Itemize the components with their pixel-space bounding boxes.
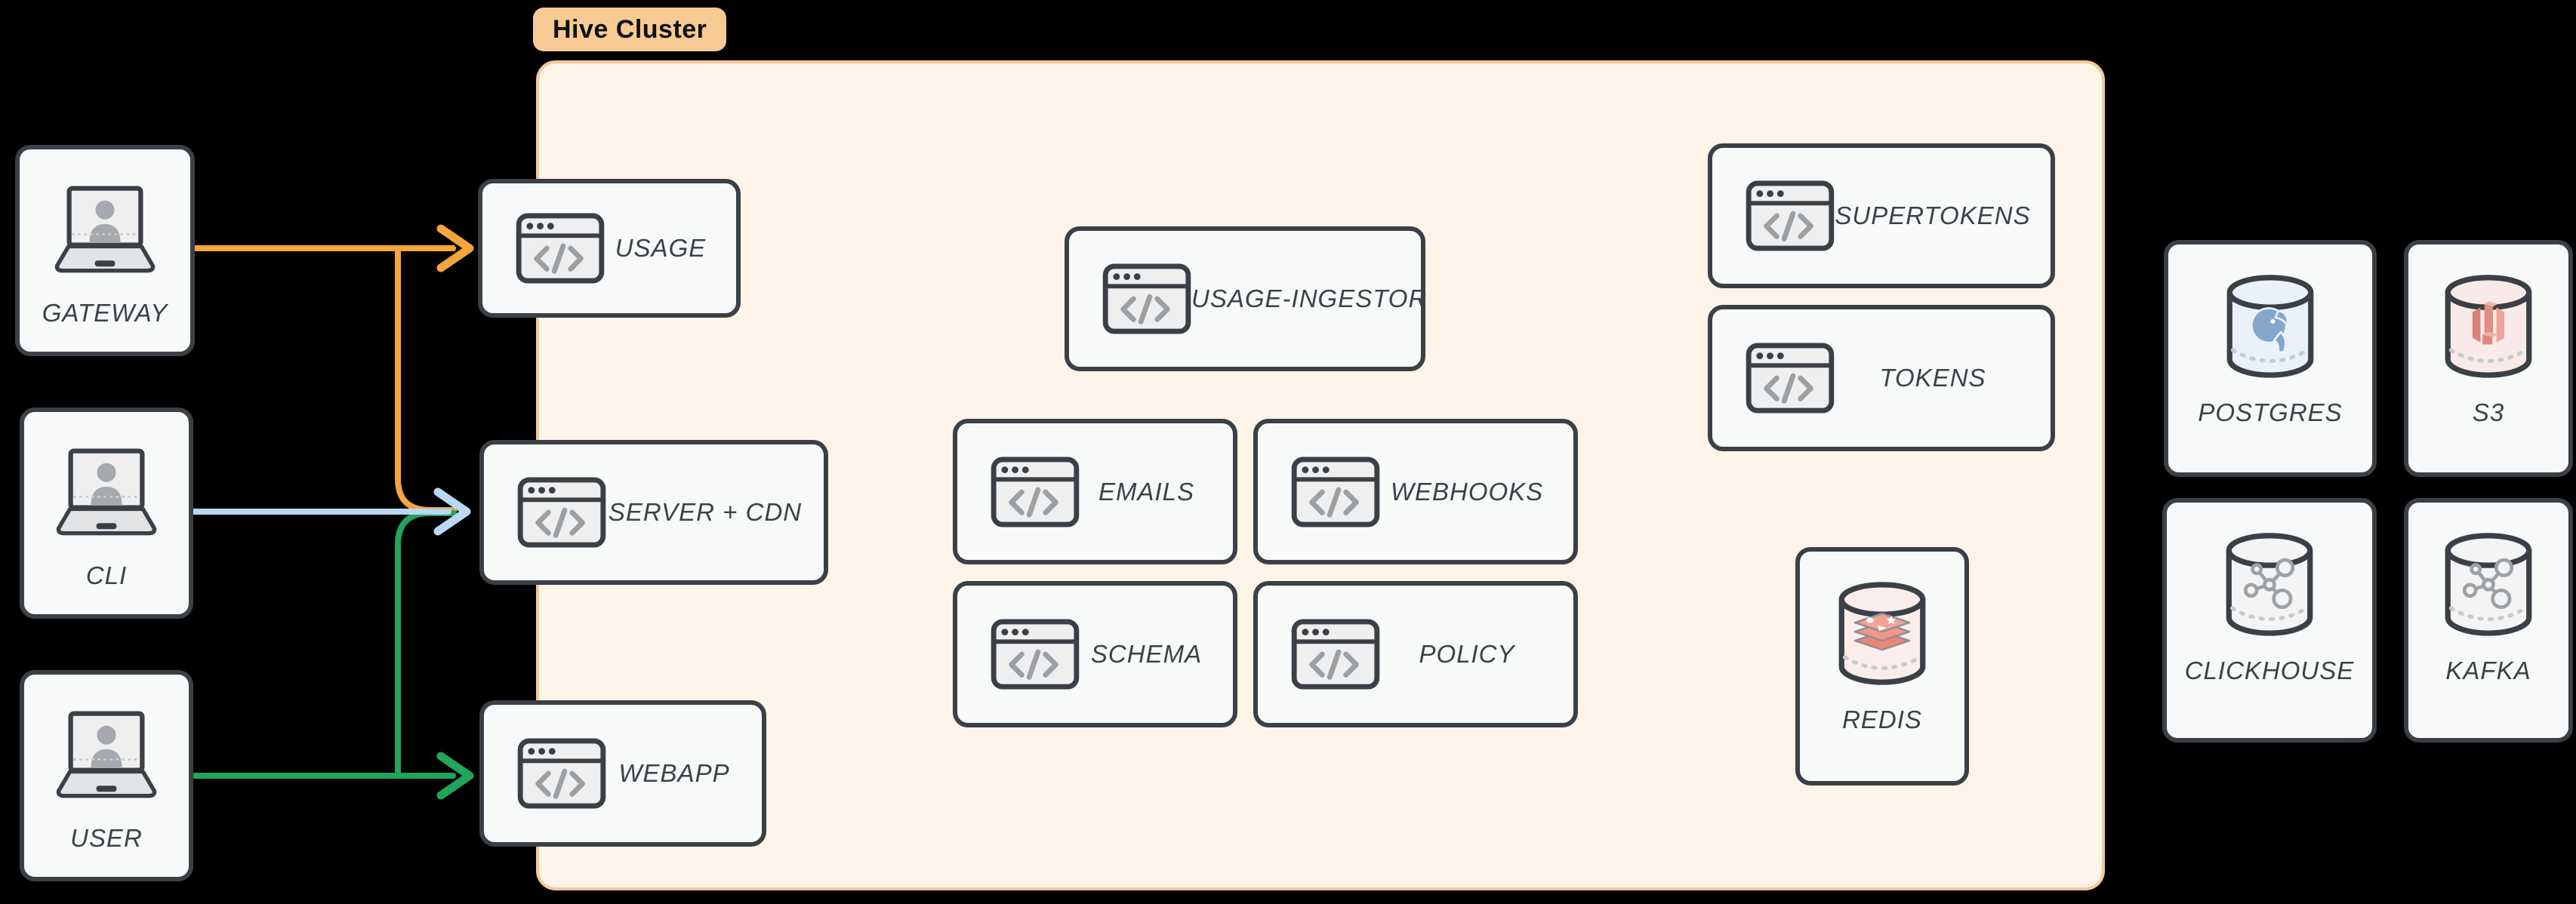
browser-code-icon <box>991 619 1080 690</box>
arrowhead-webapp <box>436 752 474 800</box>
browser-code-icon <box>1746 180 1835 251</box>
node-gateway: GATEWAY <box>15 145 195 356</box>
laptop-user-icon <box>49 448 164 537</box>
edge-user-to-server-branch <box>395 510 457 779</box>
node-supertokens: SUPERTOKENS <box>1708 143 2055 288</box>
node-cli: CLI <box>20 407 193 619</box>
browser-code-icon <box>517 477 606 548</box>
node-emails-label: EMAILS <box>1098 477 1195 506</box>
node-kafka-label: KAFKA <box>2445 656 2531 684</box>
hive-cluster-label-text: Hive Cluster <box>553 14 707 44</box>
arrowhead-server-cdn <box>433 487 471 536</box>
node-usage-ingestor-label: USAGE-INGESTOR <box>1191 284 1428 312</box>
node-webhooks: WEBHOOKS <box>1253 419 1578 564</box>
node-webhooks-label: WEBHOOKS <box>1390 477 1544 506</box>
node-schema-label: SCHEMA <box>1090 640 1203 668</box>
browser-code-icon <box>1102 263 1191 334</box>
hive-cluster-label: Hive Cluster <box>533 8 727 51</box>
laptop-user-icon <box>48 186 162 275</box>
node-postgres-label: POSTGRES <box>2198 398 2343 426</box>
node-policy-label: POLICY <box>1419 640 1515 668</box>
node-usage: USAGE <box>478 179 741 318</box>
node-server-cdn: SERVER + CDN <box>479 440 828 585</box>
node-usage-label: USAGE <box>615 234 707 262</box>
browser-code-icon <box>517 738 606 809</box>
node-user: USER <box>20 670 193 881</box>
browser-code-icon <box>516 213 605 284</box>
node-policy: POLICY <box>1253 581 1578 727</box>
node-kafka: KAFKA <box>2404 498 2573 743</box>
edge-gateway-to-server-branch <box>395 245 457 513</box>
node-tokens: TOKENS <box>1708 305 2055 451</box>
arrowhead-usage <box>436 224 474 272</box>
s3-database-icon <box>2442 272 2535 382</box>
node-supertokens-label: SUPERTOKENS <box>1835 201 2031 229</box>
node-server-cdn-label: SERVER + CDN <box>608 498 803 526</box>
node-usage-ingestor: USAGE-INGESTOR <box>1065 226 1426 371</box>
redis-database-icon <box>1835 579 1929 689</box>
node-gateway-label: GATEWAY <box>42 299 168 327</box>
node-webapp: WEBAPP <box>479 700 766 847</box>
node-s3: S3 <box>2404 240 2573 477</box>
browser-code-icon <box>991 457 1080 527</box>
browser-code-icon <box>1746 343 1835 414</box>
node-s3-label: S3 <box>2472 398 2505 426</box>
postgres-database-icon <box>2223 272 2317 382</box>
browser-code-icon <box>1291 619 1380 690</box>
node-redis-label: REDIS <box>1842 706 1922 733</box>
node-cli-label: CLI <box>85 561 128 589</box>
node-schema: SCHEMA <box>953 581 1237 727</box>
kafka-database-icon <box>2442 530 2535 640</box>
node-user-label: USER <box>70 824 143 852</box>
browser-code-icon <box>1291 457 1380 527</box>
node-emails: EMAILS <box>953 419 1237 564</box>
node-postgres: POSTGRES <box>2164 240 2377 477</box>
node-webapp-label: WEBAPP <box>618 759 730 787</box>
node-clickhouse-label: CLICKHOUSE <box>2184 656 2355 684</box>
clickhouse-database-icon <box>2223 530 2316 640</box>
node-clickhouse: CLICKHOUSE <box>2162 498 2377 743</box>
node-redis: REDIS <box>1795 547 1969 786</box>
laptop-user-icon <box>49 711 164 800</box>
node-tokens-label: TOKENS <box>1879 364 1986 392</box>
